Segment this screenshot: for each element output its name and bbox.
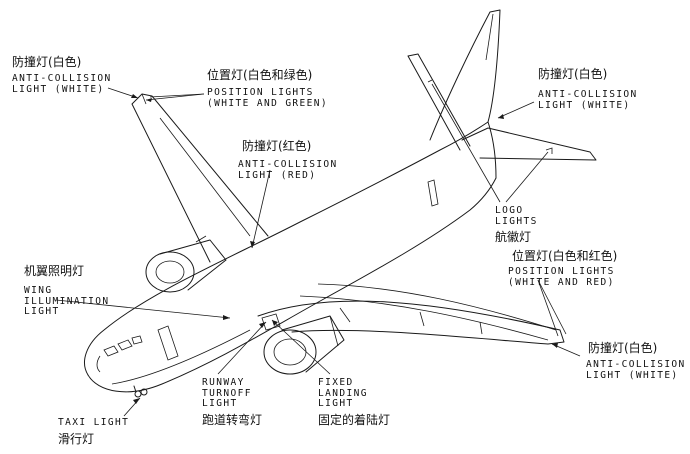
label-line: ANTI-COLLISION <box>586 359 686 370</box>
left-wingtip-anticollision-en: ANTI-COLLISION LIGHT (WHITE) <box>12 73 112 95</box>
left-horizontal-stabilizer <box>407 53 471 151</box>
fuselage-anticollision-red-cn: 防撞灯(红色) <box>242 139 312 153</box>
fixed-landing-en: FIXED LANDING LIGHT <box>318 377 368 410</box>
label-line: LIGHT (WHITE) <box>12 83 105 95</box>
label-line: LIGHT (WHITE) <box>586 369 679 381</box>
left-engine <box>145 239 227 293</box>
label-line: (WHITE AND RED) <box>508 276 615 288</box>
fuselage <box>84 121 497 393</box>
vertical-tail <box>429 9 501 141</box>
label-line: LIGHT <box>24 306 60 317</box>
label-line: LIGHT <box>318 398 354 409</box>
label-line: TAXI LIGHT <box>58 417 130 428</box>
label-line: LANDING <box>318 387 368 399</box>
label-line: LOGO <box>495 205 524 216</box>
runway-turnoff-cn: 跑道转弯灯 <box>202 413 263 427</box>
left-wing <box>131 93 269 263</box>
label-line: LIGHTS <box>495 215 538 227</box>
label-line: POSITION LIGHTS <box>207 87 314 98</box>
label-line: POSITION LIGHTS <box>508 266 615 277</box>
logo-lights-cn: 航徽灯 <box>495 230 532 244</box>
arrow-heads <box>131 94 558 404</box>
label-line: ANTI-COLLISION <box>238 159 338 170</box>
tail-anticollision-en: ANTI-COLLISION LIGHT (WHITE) <box>538 89 638 111</box>
label-line: RUNWAY <box>202 377 245 388</box>
label-line: LIGHT (RED) <box>238 169 317 181</box>
runway-turnoff-en: RUNWAY TURNOFF LIGHT <box>202 377 252 410</box>
tail-anticollision-cn: 防撞灯(白色) <box>538 67 608 81</box>
left-wingtip-anticollision-cn: 防撞灯(白色) <box>12 55 82 69</box>
leader-lines <box>55 83 581 417</box>
label-line: ANTI-COLLISION <box>538 89 638 100</box>
wing-illumination-cn: 机翼照明灯 <box>24 264 85 278</box>
left-position-lights-cn: 位置灯(白色和绿色) <box>207 68 313 82</box>
nose-gear <box>133 385 148 398</box>
taxi-light-cn: 滑行灯 <box>58 432 95 446</box>
fuselage-anticollision-red-en: ANTI-COLLISION LIGHT (RED) <box>238 159 338 181</box>
label-line: (WHITE AND GREEN) <box>207 97 329 109</box>
right-engine <box>263 315 345 375</box>
label-line: LIGHT <box>202 398 238 409</box>
right-wingtip-anticollision-cn: 防撞灯(白色) <box>588 341 658 355</box>
left-position-lights-en: POSITION LIGHTS (WHITE AND GREEN) <box>207 87 329 109</box>
right-wingtip-anticollision-en: ANTI-COLLISION LIGHT (WHITE) <box>586 359 686 381</box>
right-wing <box>257 283 565 345</box>
label-line: ANTI-COLLISION <box>12 73 112 84</box>
label-line: TURNOFF <box>202 387 252 399</box>
taxi-light-en: TAXI LIGHT <box>58 417 130 429</box>
logo-lights-en: LOGO LIGHTS <box>495 205 538 227</box>
right-horizontal-stabilizer <box>461 127 597 161</box>
right-position-lights-en: POSITION LIGHTS (WHITE AND RED) <box>508 266 615 288</box>
label-line: LIGHT (WHITE) <box>538 99 631 111</box>
right-position-lights-cn: 位置灯(白色和红色) <box>512 249 618 263</box>
wing-illumination-en: WING ILLUMINATION LIGHT <box>24 285 110 318</box>
label-line: WING <box>24 285 53 296</box>
label-line: ILLUMINATION <box>24 295 110 307</box>
label-line: FIXED <box>318 377 354 388</box>
fixed-landing-cn: 固定的着陆灯 <box>318 413 391 427</box>
